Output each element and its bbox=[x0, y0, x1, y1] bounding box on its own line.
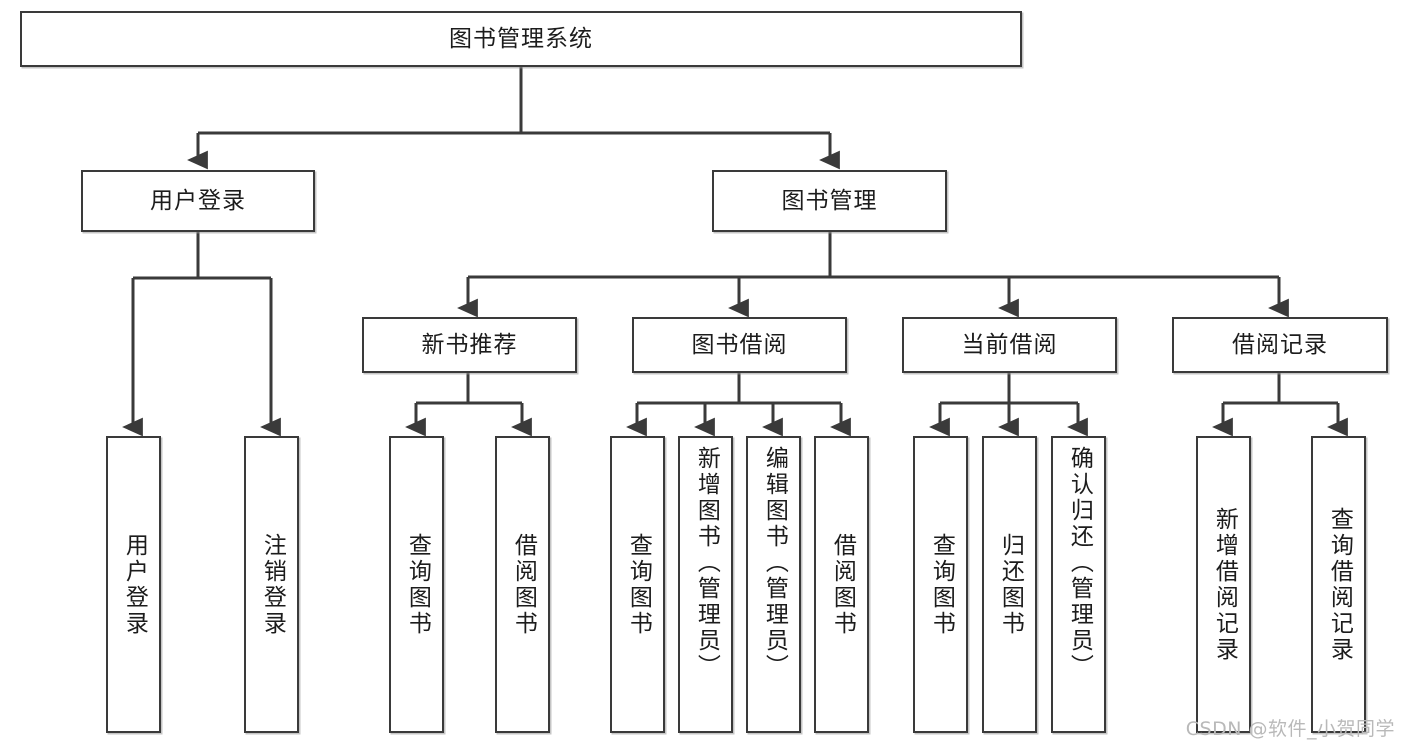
leaf-query-book-current-label: 查询图书 bbox=[928, 532, 955, 637]
node-book-management-label: 图书管理 bbox=[781, 187, 878, 214]
leaf-borrow-book-recommend[interactable]: 借阅图书 bbox=[495, 436, 550, 733]
leaf-query-book-current[interactable]: 查询图书 bbox=[913, 436, 968, 733]
leaf-return-book[interactable]: 归还图书 bbox=[982, 436, 1037, 733]
leaf-query-book-label: 查询图书 bbox=[625, 532, 652, 637]
node-book-borrow[interactable]: 图书借阅 bbox=[632, 317, 847, 373]
leaf-edit-book-admin[interactable]: 编辑图书（管理员） bbox=[746, 436, 801, 733]
leaf-add-book-admin-label: 新增图书（管理员） bbox=[693, 446, 720, 680]
node-user-login-label: 用户登录 bbox=[150, 187, 246, 214]
leaf-user-login-label: 用户登录 bbox=[121, 532, 148, 637]
leaf-edit-book-admin-label: 编辑图书（管理员） bbox=[761, 446, 788, 680]
leaf-user-login[interactable]: 用户登录 bbox=[106, 436, 161, 733]
leaf-borrow-book-recommend-label: 借阅图书 bbox=[510, 532, 537, 637]
leaf-query-book[interactable]: 查询图书 bbox=[610, 436, 665, 733]
leaf-add-borrow-record[interactable]: 新增借阅记录 bbox=[1196, 436, 1251, 733]
node-user-login[interactable]: 用户登录 bbox=[81, 170, 315, 232]
leaf-query-borrow-record-label: 查询借阅记录 bbox=[1326, 506, 1353, 663]
node-book-management[interactable]: 图书管理 bbox=[712, 170, 947, 232]
leaf-query-book-recommend-label: 查询图书 bbox=[404, 532, 431, 637]
leaf-add-book-admin[interactable]: 新增图书（管理员） bbox=[678, 436, 733, 733]
node-borrow-records[interactable]: 借阅记录 bbox=[1172, 317, 1388, 373]
leaf-confirm-return-admin[interactable]: 确认归还（管理员） bbox=[1051, 436, 1106, 733]
leaf-confirm-return-admin-label: 确认归还（管理员） bbox=[1066, 446, 1093, 680]
leaf-add-borrow-record-label: 新增借阅记录 bbox=[1211, 506, 1238, 663]
leaf-borrow-book[interactable]: 借阅图书 bbox=[814, 436, 869, 733]
node-book-borrow-label: 图书借阅 bbox=[691, 331, 788, 358]
leaf-query-borrow-record[interactable]: 查询借阅记录 bbox=[1311, 436, 1366, 733]
node-current-borrow[interactable]: 当前借阅 bbox=[902, 317, 1117, 373]
node-current-borrow-label: 当前借阅 bbox=[961, 331, 1058, 358]
leaf-query-book-recommend[interactable]: 查询图书 bbox=[389, 436, 444, 733]
leaf-user-logout[interactable]: 注销登录 bbox=[244, 436, 299, 733]
leaf-user-logout-label: 注销登录 bbox=[259, 532, 286, 637]
leaf-return-book-label: 归还图书 bbox=[997, 532, 1024, 637]
leaf-borrow-book-label: 借阅图书 bbox=[829, 532, 856, 637]
node-root[interactable]: 图书管理系统 bbox=[20, 11, 1022, 67]
node-new-book-recommend[interactable]: 新书推荐 bbox=[362, 317, 577, 373]
node-borrow-records-label: 借阅记录 bbox=[1232, 331, 1328, 358]
node-new-book-recommend-label: 新书推荐 bbox=[421, 331, 518, 358]
node-root-label: 图书管理系统 bbox=[449, 25, 593, 52]
